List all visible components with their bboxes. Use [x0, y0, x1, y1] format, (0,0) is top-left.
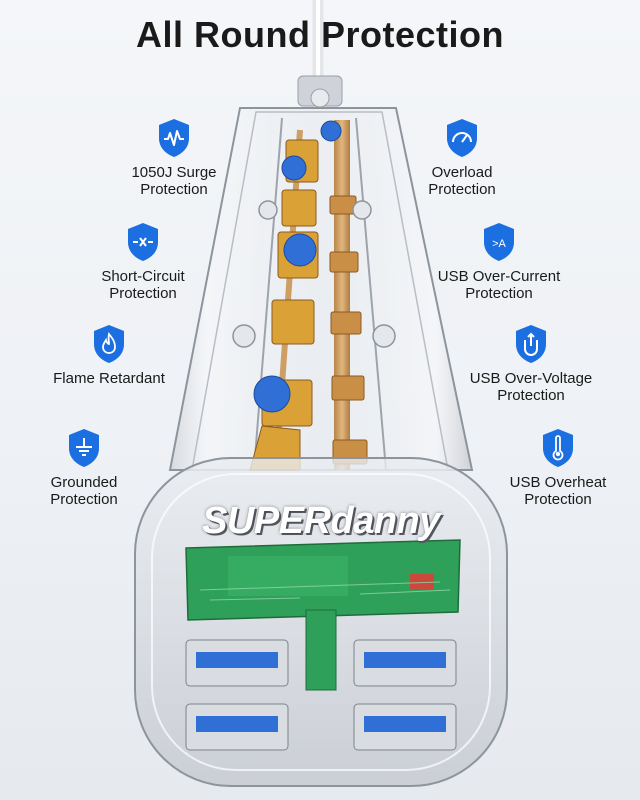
- feature-label: Short-Circuit Protection: [101, 268, 185, 302]
- ground-icon: [69, 429, 99, 467]
- flame-icon: [94, 325, 124, 363]
- thermometer-icon: [543, 429, 573, 467]
- svg-text:>A: >A: [492, 238, 506, 250]
- surge-waveform-icon: [159, 119, 189, 157]
- strip-body: [168, 107, 474, 471]
- feature-short-circuit-protection: Short-Circuit Protection: [43, 222, 243, 302]
- feature-flame-retardant: Flame Retardant: [9, 324, 209, 387]
- over-current-icon: >A: [484, 223, 514, 261]
- feature-usb-over-voltage-protection: USB Over-Voltage Protection: [431, 324, 631, 404]
- screw-posts: [232, 200, 396, 348]
- feature-usb-overheat-protection: USB Overheat Protection: [458, 428, 640, 508]
- feature-label: Grounded Protection: [50, 474, 118, 508]
- feature-label: Overload Protection: [428, 164, 496, 198]
- feature-label: 1050J Surge Protection: [131, 164, 217, 198]
- feature-label: USB Over-Voltage Protection: [469, 370, 593, 404]
- feature-grounded-protection: Grounded Protection: [0, 428, 184, 508]
- usb-ports: [185, 639, 457, 751]
- over-voltage-icon: [516, 325, 546, 363]
- feature-surge-protection: 1050J Surge Protection: [74, 118, 274, 198]
- surge-components: [249, 120, 342, 471]
- gauge-icon: [447, 119, 477, 157]
- brand-logo: SUPERdanny: [202, 500, 440, 542]
- feature-usb-over-current-protection: >A USB Over-Current Protection: [399, 222, 599, 302]
- copper-bus-bar: [334, 120, 350, 470]
- feature-label: USB Over-Current Protection: [437, 268, 561, 302]
- feature-label: Flame Retardant: [53, 370, 165, 387]
- short-circuit-icon: [128, 223, 158, 261]
- feature-label: USB Overheat Protection: [509, 474, 607, 508]
- feature-overload-protection: Overload Protection: [362, 118, 562, 198]
